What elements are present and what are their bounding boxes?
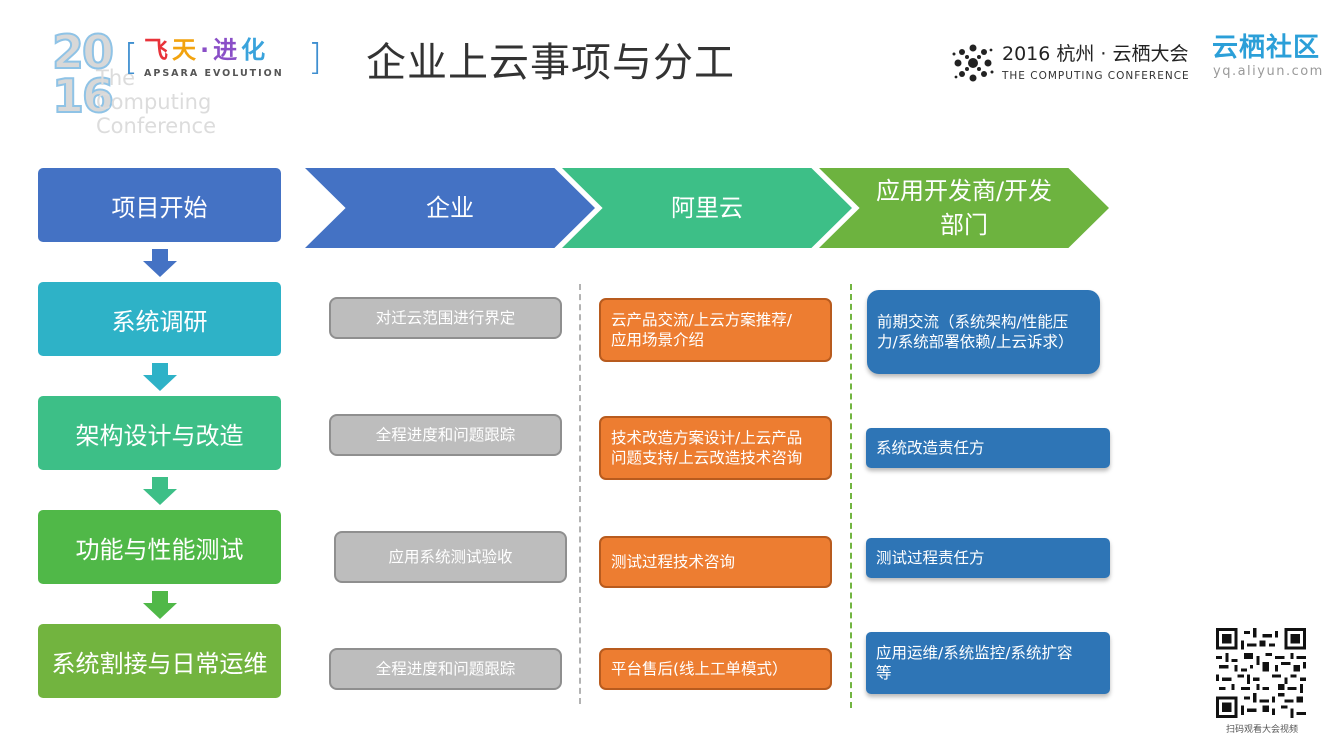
bracket-right: ] [307,37,322,78]
apsara-text: APSARA EVOLUTION [144,68,284,79]
enterprise-task: 全程进度和问题跟踪 [329,414,562,456]
logo-faded-line-1: The [96,66,136,90]
developer-task-line: 前期交流（系统架构/性能压 [877,313,1069,331]
column-header-developer: 应用开发商/开发 部门 [819,168,1109,248]
column-header-label: 企业 [426,194,474,222]
logo-year: 20 16 [51,25,122,123]
column-divider [850,284,852,708]
aliyun-task-line: 云产品交流/上云方案推荐/ [611,311,792,329]
conference-name: 2016 杭州 · 云栖大会 [1002,43,1189,65]
page-title: 企业上云事项与分工 [366,40,735,86]
aliyun-task: 云产品交流/上云方案推荐/应用场景介绍 [599,298,832,362]
developer-task: 前期交流（系统架构/性能压力/系统部署依赖/上云诉求） [867,290,1100,374]
step-system-research: 系统调研 [38,282,281,356]
feitian-text: 飞天·进化 [144,36,269,64]
step-project-start: 项目开始 [38,168,281,242]
conference-logo-icon [952,44,994,82]
developer-task: 测试过程责任方 [866,538,1110,578]
aliyun-task-line: 平台售后(线上工单模式） [611,660,788,678]
aliyun-task-line: 问题支持/上云改造技术咨询 [611,449,803,467]
down-arrow-icon [143,363,177,391]
logo-faded-text: The Computing Conference [96,66,216,138]
yq-community-logo: 云栖社区 [1212,33,1321,63]
column-divider [579,284,581,704]
step-cutover-operations: 系统割接与日常运维 [38,624,281,698]
logo-faded-line-3: Conference [96,114,217,138]
aliyun-task: 技术改造方案设计/上云产品问题支持/上云改造技术咨询 [599,416,832,480]
column-header-aliyun: 阿里云 [562,168,852,248]
developer-task-line: 力/系统部署依赖/上云诉求） [877,333,1074,351]
column-header-label: 应用开发商/开发 [875,177,1053,205]
enterprise-task: 应用系统测试验收 [334,531,567,583]
conference-subtitle: THE COMPUTING CONFERENCE [1002,70,1190,82]
down-arrow-icon [143,477,177,505]
yq-url: yq.aliyun.com [1213,64,1324,79]
step-architecture-design: 架构设计与改造 [38,396,281,470]
feitian-char-1: 飞 [144,36,172,64]
column-header-label: 阿里云 [671,194,743,222]
developer-task-line: 系统改造责任方 [876,439,985,457]
column-header-label: 部门 [940,211,988,239]
qr-caption: 扫码观看大会视频 [1225,725,1298,735]
bracket-left: [ [124,37,139,78]
developer-task: 应用运维/系统监控/系统扩容等 [866,632,1110,694]
aliyun-task-line: 技术改造方案设计/上云产品 [611,429,803,447]
aliyun-task-line: 测试过程技术咨询 [611,553,736,571]
developer-task: 系统改造责任方 [866,428,1110,468]
qr-code-icon [1216,628,1306,718]
down-arrow-icon [143,591,177,619]
aliyun-task: 测试过程技术咨询 [599,536,832,588]
enterprise-task: 对迁云范围进行界定 [329,297,562,339]
developer-task-line: 应用运维/系统监控/系统扩容 [876,644,1073,662]
feitian-logo: [ 飞天·进化 APSARA EVOLUTION ] [124,34,322,84]
enterprise-task: 全程进度和问题跟踪 [329,648,562,690]
down-arrow-icon [143,249,177,277]
aliyun-task: 平台售后(线上工单模式） [599,648,832,690]
logo-faded-line-2: Computing [96,90,212,114]
developer-task-line: 等 [876,664,892,682]
step-performance-testing: 功能与性能测试 [38,510,281,584]
developer-task-line: 测试过程责任方 [876,549,985,567]
feitian-char-2: 天 [172,36,200,64]
logo-year-bottom: 16 [51,69,115,123]
feitian-char-3: ·进 [200,36,242,64]
feitian-char-4: 化 [241,36,270,64]
aliyun-task-line: 应用场景介绍 [611,331,705,349]
logo-year-top: 20 [51,25,115,79]
column-header-enterprise: 企业 [305,168,595,248]
